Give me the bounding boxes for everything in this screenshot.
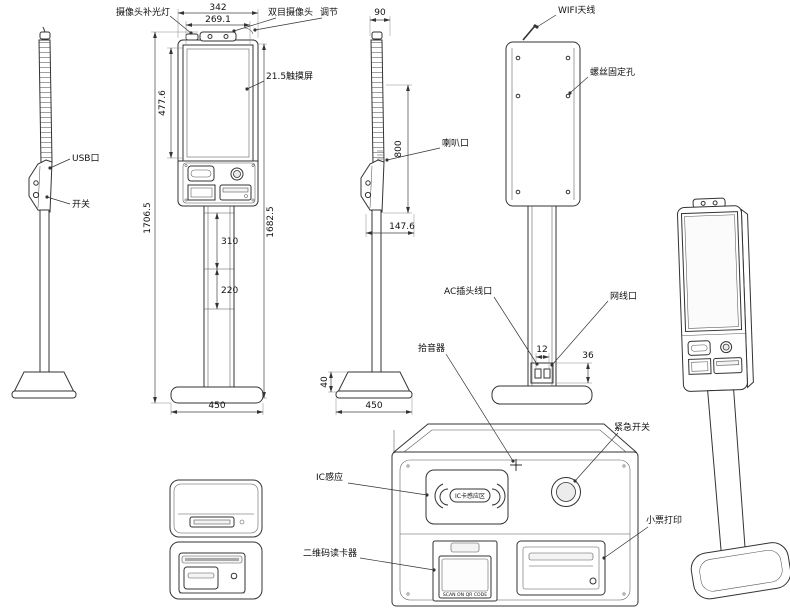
front-reader-panel [182, 162, 256, 204]
ac-inlet-icon [534, 368, 542, 379]
ic-card-module: IC卡感应区 [425, 469, 509, 525]
label-emergency-switch: 紧急开关 [614, 421, 650, 433]
dim-pole-span-lower: 220 [221, 286, 238, 296]
screw-hole-icon [565, 55, 571, 61]
pole-profile [39, 209, 50, 373]
reader-housing-profile [360, 159, 385, 213]
power-switch-icon [32, 191, 40, 199]
label-camera-fill-light: 摄像头补光灯 [116, 6, 170, 18]
printer-front [219, 184, 252, 201]
receipt-slot [528, 552, 594, 561]
camera-fill-light-icon [185, 33, 199, 41]
wifi-antenna-icon [522, 26, 535, 41]
label-receipt-printer: 小票打印 [646, 514, 682, 526]
dim-total-height: 1706.5 [143, 202, 153, 234]
port-box [530, 362, 554, 384]
dim-head-depth: 90 [374, 8, 386, 18]
label-usb-port: USB口 [72, 154, 99, 164]
base-plate-profile [335, 390, 413, 399]
dim-front-base-width: 450 [208, 401, 225, 411]
view-side-left: USB口 开关 [11, 26, 99, 399]
perspective-pole [707, 389, 746, 555]
perspective-base [690, 542, 790, 600]
view-back: 12 36 WIFI天线 螺丝固定孔 AC插头线口 网线口 [444, 4, 637, 405]
usb-port-icon [33, 180, 39, 186]
printer-3d [713, 357, 743, 374]
dim-head-width: 342 [209, 3, 226, 13]
base-wedge-profile [337, 371, 411, 393]
label-ic-sensor: IC感应 [316, 471, 343, 483]
screen-edge-profile [38, 39, 53, 165]
label-mic: 拾音器 [418, 342, 445, 354]
perspective-screen [680, 211, 743, 333]
screw-hole-icon [565, 189, 571, 195]
qr-scanner-module: SCAN ON QR CODE [432, 540, 498, 602]
dim-port-offset: 36 [582, 351, 594, 361]
camera-module-side-icon [39, 31, 51, 40]
dim-back-height: 800 [394, 140, 404, 157]
ic-reader-front [187, 165, 215, 182]
back-base [491, 385, 593, 405]
screw-hole-icon [515, 93, 521, 99]
signal-arc-icon [434, 483, 444, 509]
label-power-switch: 开关 [72, 198, 90, 210]
leader-usb [48, 158, 71, 170]
dim-screen-width: 269.1 [205, 15, 231, 25]
qr-reader-3d [688, 358, 712, 375]
ic-reader-3d [687, 340, 711, 356]
label-wifi-antenna: WIFI天线 [558, 4, 595, 16]
base-wedge-profile [13, 371, 75, 393]
dim-pole-span-upper: 310 [221, 237, 238, 247]
touch-screen-area [186, 48, 250, 158]
qr-camera-window [450, 542, 480, 553]
label-ac-inlet: AC插头线口 [444, 285, 492, 297]
adjust-arc-icon [243, 27, 254, 35]
mic-hole-icon [510, 459, 522, 471]
dim-base-thickness: 40 [320, 376, 330, 388]
detail-printer-front [169, 541, 263, 600]
label-touch-screen: 21.5触摸屏 [266, 70, 313, 82]
detail-reader-panel: IC卡感应区 SCAN ON QR CODE 拾音器 IC感应 二维码读卡器 [303, 342, 682, 607]
panel-top-face [392, 423, 638, 453]
dim-port-pitch: 12 [536, 345, 547, 355]
label-lan-port: 网线口 [610, 290, 637, 302]
screen-edge-profile [370, 39, 385, 165]
screw-hole-icon [515, 55, 521, 61]
dim-overhang: 147.6 [389, 222, 415, 232]
label-binocular-camera: 双目摄像头 [268, 6, 313, 18]
detail-top-view [169, 479, 263, 538]
base-plate-profile [11, 390, 77, 399]
leader-switch [45, 195, 71, 205]
emergency-switch-front [230, 167, 244, 181]
binocular-camera-icon [199, 31, 237, 42]
reader-housing-profile [28, 159, 53, 213]
label-qr-reader: 二维码读卡器 [303, 547, 357, 559]
dim-body-height: 1682.5 [266, 206, 276, 238]
feed-button-icon [589, 577, 597, 585]
qr-reader-front [187, 184, 216, 201]
label-speaker: 喇叭口 [442, 137, 469, 149]
label-screw-holes: 螺丝固定孔 [590, 66, 635, 78]
front-pole [203, 205, 235, 388]
scan-qr-text: SCAN ON QR CODE [443, 592, 487, 598]
printer-slot-top [189, 516, 235, 528]
back-head [505, 41, 581, 207]
label-adjust: 调节 [320, 7, 338, 18]
view-front: 342 269.1 477.6 1706.5 1682.5 310 220 45… [116, 3, 338, 415]
printer-button-icon [230, 572, 238, 580]
camera-module-side-icon [371, 31, 383, 40]
emergency-switch-3d [720, 341, 733, 354]
antenna-tick [42, 26, 46, 33]
screw-hole-icon [515, 189, 521, 195]
lan-port-icon [543, 368, 551, 379]
pole-profile [371, 209, 382, 373]
dim-screen-height: 477.6 [158, 90, 168, 116]
screw-hole-icon [565, 93, 571, 99]
ic-card-zone-text: IC卡感应区 [455, 492, 485, 500]
view-perspective [676, 197, 790, 600]
view-side-right: 90 800 147.6 40 450 喇叭口 [320, 8, 469, 415]
receipt-printer-module [516, 540, 606, 596]
dim-side-base-depth: 450 [365, 401, 382, 411]
